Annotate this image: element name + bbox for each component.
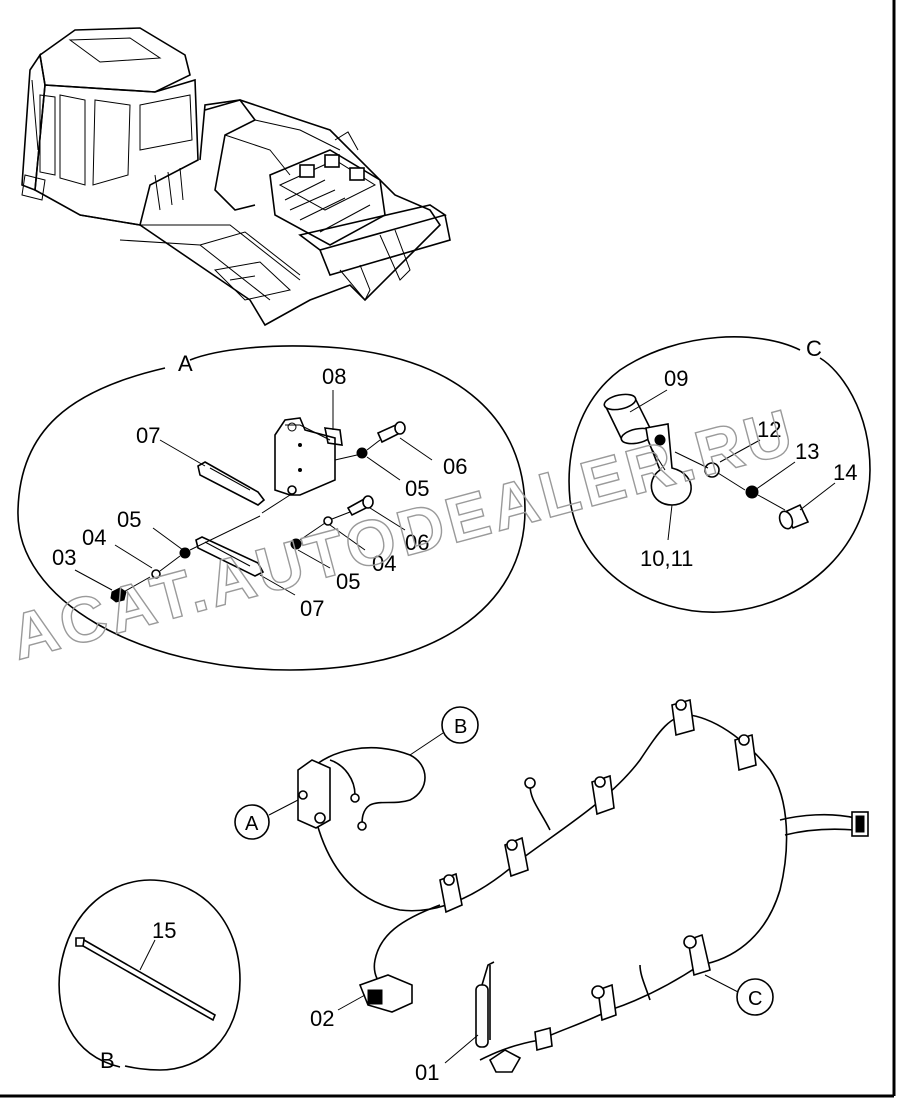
detail-c-outline: [568, 336, 871, 613]
callout-a-label: A: [245, 813, 259, 835]
label-13: 13: [795, 439, 819, 464]
label-06-lower: 06: [405, 530, 429, 555]
connector-02: [358, 974, 413, 1013]
sleeve-09: [603, 393, 654, 445]
nut-12: [704, 462, 720, 478]
label-10-11: 10,11: [640, 546, 693, 571]
label-12: 12: [757, 417, 781, 442]
label-05-upper: 05: [405, 476, 429, 501]
label-08: 08: [322, 364, 346, 389]
callout-b: B: [409, 706, 479, 756]
cable-tie-15: [75, 937, 217, 1022]
callout-c: C: [704, 974, 774, 1016]
washer-13: [745, 485, 759, 499]
nut-03: [110, 587, 127, 603]
connector-01: [475, 961, 553, 1073]
ring-terminal-left: [350, 793, 360, 803]
label-09: 09: [664, 366, 688, 391]
detail-b-outline: [58, 879, 241, 1071]
bolt-14: [778, 503, 810, 530]
detail-b: B 15: [58, 879, 241, 1073]
label-06-upper: 06: [443, 454, 467, 479]
label-05-left: 05: [117, 507, 141, 532]
washer-04-left: [151, 569, 161, 579]
detail-b-title: B: [100, 1048, 115, 1073]
label-05-mid: 05: [336, 569, 360, 594]
detail-a-outline: [17, 345, 526, 671]
wire-harness: A B C 02 01: [234, 698, 869, 1085]
bolt-06-lower: [346, 495, 374, 517]
callout-b-label: B: [454, 716, 467, 738]
callout-a: A: [234, 799, 299, 840]
label-02: 02: [310, 1006, 334, 1031]
callout-c-label: C: [748, 988, 762, 1010]
label-07-upper: 07: [136, 423, 160, 448]
nut-05-mid: [290, 538, 302, 550]
detail-c-title: C: [806, 336, 822, 361]
clamp-10-11: [645, 423, 692, 506]
connector-right: [851, 811, 869, 837]
label-04-mid: 04: [372, 551, 396, 576]
plate-lower: [195, 536, 265, 577]
label-14: 14: [833, 460, 857, 485]
relay-bracket: [274, 417, 343, 496]
label-07-lower: 07: [300, 596, 324, 621]
detail-c-leaders: [629, 389, 836, 541]
nut-05-upper: [356, 447, 368, 459]
detail-a-leaders: [74, 390, 433, 596]
bolt-06-upper: [376, 421, 406, 444]
ring-terminal-top: [357, 821, 367, 831]
detail-a-title: A: [178, 351, 193, 376]
label-03: 03: [52, 545, 76, 570]
washer-04-mid: [323, 516, 333, 526]
plate-upper: [197, 461, 266, 506]
detail-c: C 09 12 13: [568, 336, 871, 613]
label-04-left: 04: [82, 525, 106, 550]
pigtail-ring: [524, 777, 536, 789]
label-15: 15: [152, 918, 176, 943]
nut-05-left: [179, 547, 191, 559]
label-01: 01: [415, 1060, 439, 1085]
harness-clips: [297, 698, 757, 1022]
assembly-lines: [119, 439, 381, 595]
detail-a: A: [17, 345, 526, 671]
watermark: ACAT.AUTODEALER.RU: [2, 394, 804, 674]
excavator-upper-structure-illustration: [21, 27, 451, 327]
watermark-text: ACAT.AUTODEALER.RU: [3, 395, 803, 674]
